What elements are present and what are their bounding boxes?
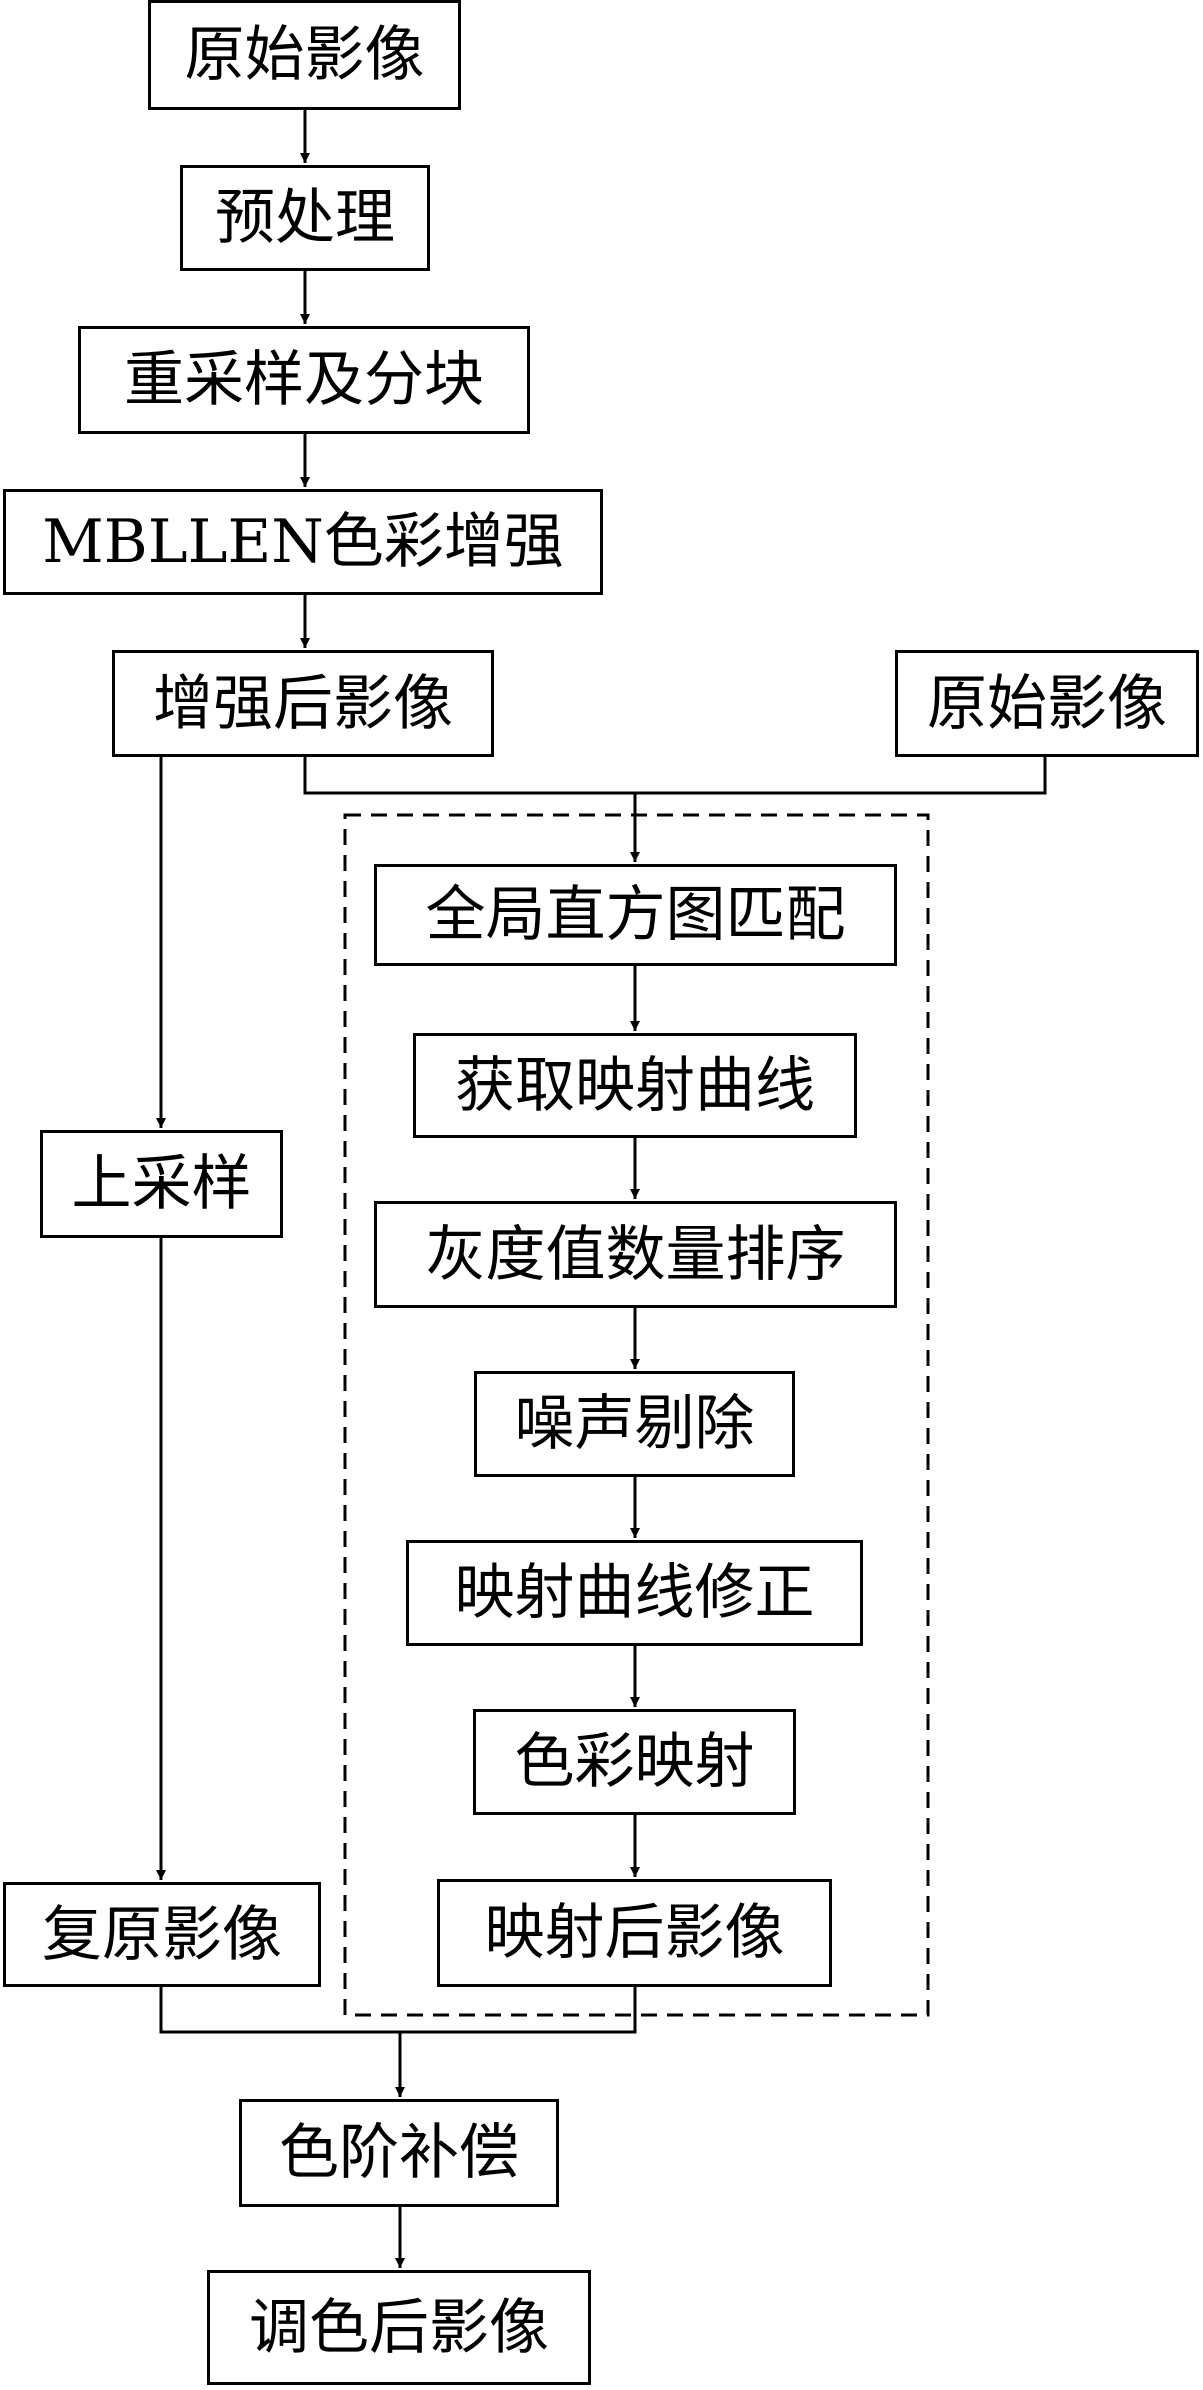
color-mapping-label: 色彩映射 — [514, 1727, 755, 1797]
toned-image-label: 调色后影像 — [249, 2292, 549, 2363]
upsample-box: 上采样 — [40, 1130, 283, 1238]
restored-image-label: 复原影像 — [42, 1899, 282, 1970]
resample-block-label: 重采样及分块 — [124, 345, 484, 415]
restored-image-box: 复原影像 — [3, 1882, 321, 1987]
noise-removal-box: 噪声剔除 — [474, 1371, 795, 1477]
gray-count-sort-label: 灰度值数量排序 — [425, 1219, 846, 1290]
mapping-curve-label: 获取映射曲线 — [455, 1050, 815, 1121]
mbllen-enhance-box: MBLLEN色彩增强 — [3, 489, 603, 595]
toned-image-box: 调色后影像 — [207, 2270, 591, 2385]
gray-count-sort-box: 灰度值数量排序 — [374, 1201, 897, 1308]
mapping-curve-box: 获取映射曲线 — [413, 1033, 857, 1138]
preprocess-box: 预处理 — [180, 165, 430, 271]
dashed-process-group — [343, 813, 930, 2017]
mbllen-enhance-label: MBLLEN色彩增强 — [42, 507, 564, 577]
mapped-image-label: 映射后影像 — [484, 1898, 785, 1968]
original-image-top-label: 原始影像 — [184, 20, 425, 90]
color-mapping-box: 色彩映射 — [473, 1709, 796, 1815]
original-image-right-label: 原始影像 — [927, 668, 1167, 739]
connector-enhanced-to-merge — [303, 757, 1047, 795]
global-hist-match-label: 全局直方图匹配 — [425, 880, 846, 950]
preprocess-label: 预处理 — [215, 183, 395, 253]
curve-correction-box: 映射曲线修正 — [406, 1540, 863, 1646]
original-image-right-box: 原始影像 — [895, 650, 1199, 757]
connector-bottom-merge — [159, 1987, 637, 2034]
enhanced-image-label: 增强后影像 — [153, 668, 453, 739]
level-compensation-label: 色阶补偿 — [279, 2118, 519, 2188]
global-hist-match-box: 全局直方图匹配 — [374, 864, 897, 966]
upsample-label: 上采样 — [71, 1149, 252, 1219]
resample-block-box: 重采样及分块 — [78, 326, 530, 434]
noise-removal-label: 噪声剔除 — [514, 1389, 755, 1459]
original-image-top-box: 原始影像 — [148, 0, 461, 110]
mapped-image-box: 映射后影像 — [437, 1879, 832, 1987]
enhanced-image-box: 增强后影像 — [112, 650, 494, 757]
level-compensation-box: 色阶补偿 — [239, 2099, 559, 2207]
curve-correction-label: 映射曲线修正 — [454, 1558, 815, 1628]
